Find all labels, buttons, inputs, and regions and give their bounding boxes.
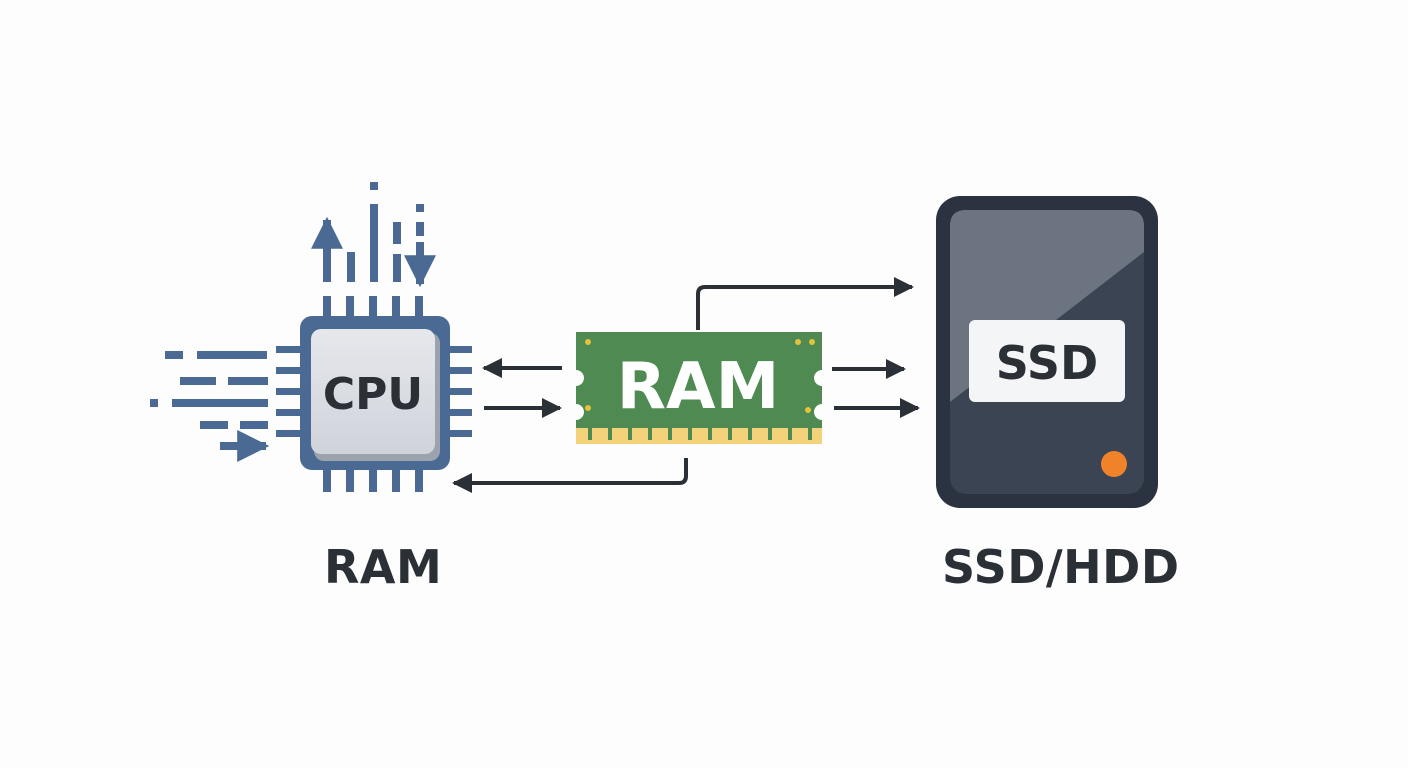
- ram-board: [576, 332, 822, 444]
- drive-label: SSD: [996, 336, 1098, 390]
- ram-contact-gaps: [588, 428, 812, 440]
- ssd-drive-icon: SSD: [936, 196, 1158, 508]
- cpu-die: [311, 329, 435, 454]
- cpu-chip-icon: CPU: [276, 296, 472, 492]
- ram-to-storage-top-arrow-icon: [696, 277, 914, 330]
- cpu-input-stream-icon: [150, 351, 268, 429]
- ram-screw-holes: [585, 339, 815, 413]
- cpu-pins: [276, 296, 472, 492]
- caption-right: SSD/HDD: [942, 540, 1180, 594]
- cpu-output-stream-icon: [347, 182, 424, 282]
- ram-contacts: [576, 428, 822, 444]
- drive-led-icon: [1101, 451, 1127, 477]
- ram-module-icon: RAM: [576, 332, 822, 444]
- caption-left: RAM: [324, 540, 443, 594]
- ram-return-arrow-icon: [452, 458, 688, 493]
- ram-module-label: RAM: [617, 350, 780, 424]
- cpu-label: CPU: [323, 369, 423, 420]
- drive-label-plate: [969, 320, 1125, 402]
